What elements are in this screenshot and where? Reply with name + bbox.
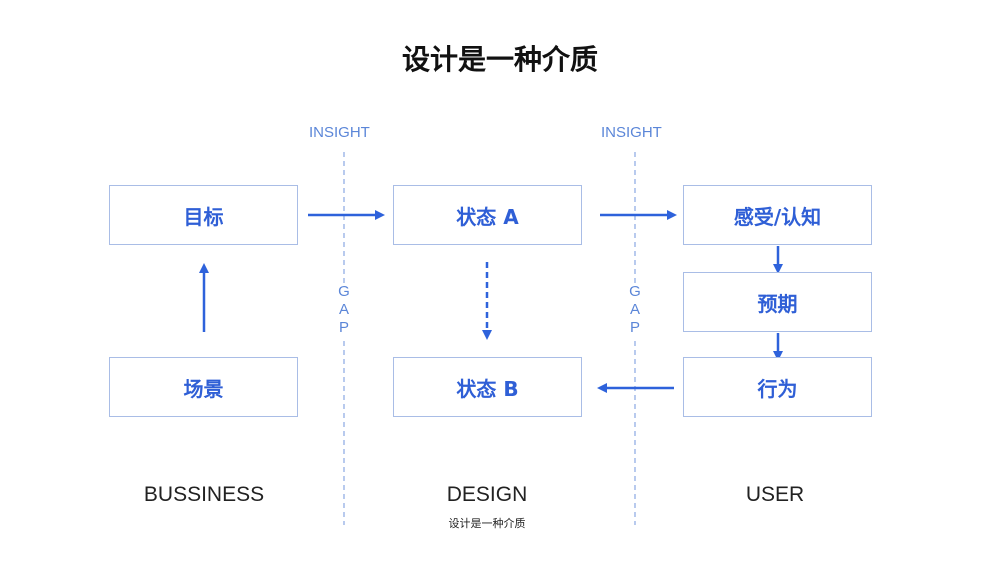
box-perception: 感受/认知 [683,185,872,245]
box-goal: 目标 [109,185,298,245]
box-expectation: 预期 [683,272,872,332]
gap-label-left: G A P [334,283,354,337]
diagram-title: 设计是一种介质 [401,43,598,76]
section-design: DESIGN [446,483,528,506]
box-state-b: 状态 B [393,357,582,417]
gap-letter: G [338,283,350,300]
gap-letter: G [629,283,641,300]
gap-letter: P [338,319,349,336]
section-business: BUSSINESS [143,483,265,506]
gap-letter: A [629,301,640,318]
insight-label-right: INSIGHT [601,124,662,141]
box-scene: 场景 [109,357,298,417]
design-subcaption: 设计是一种介质 [448,517,526,530]
gap-label-right: G A P [625,283,645,337]
gap-letter: P [629,319,640,336]
insight-label-left: INSIGHT [309,124,370,141]
box-behavior: 行为 [683,357,872,417]
gap-letter: A [338,301,349,318]
section-user: USER [745,483,805,506]
box-state-a: 状态 A [393,185,582,245]
